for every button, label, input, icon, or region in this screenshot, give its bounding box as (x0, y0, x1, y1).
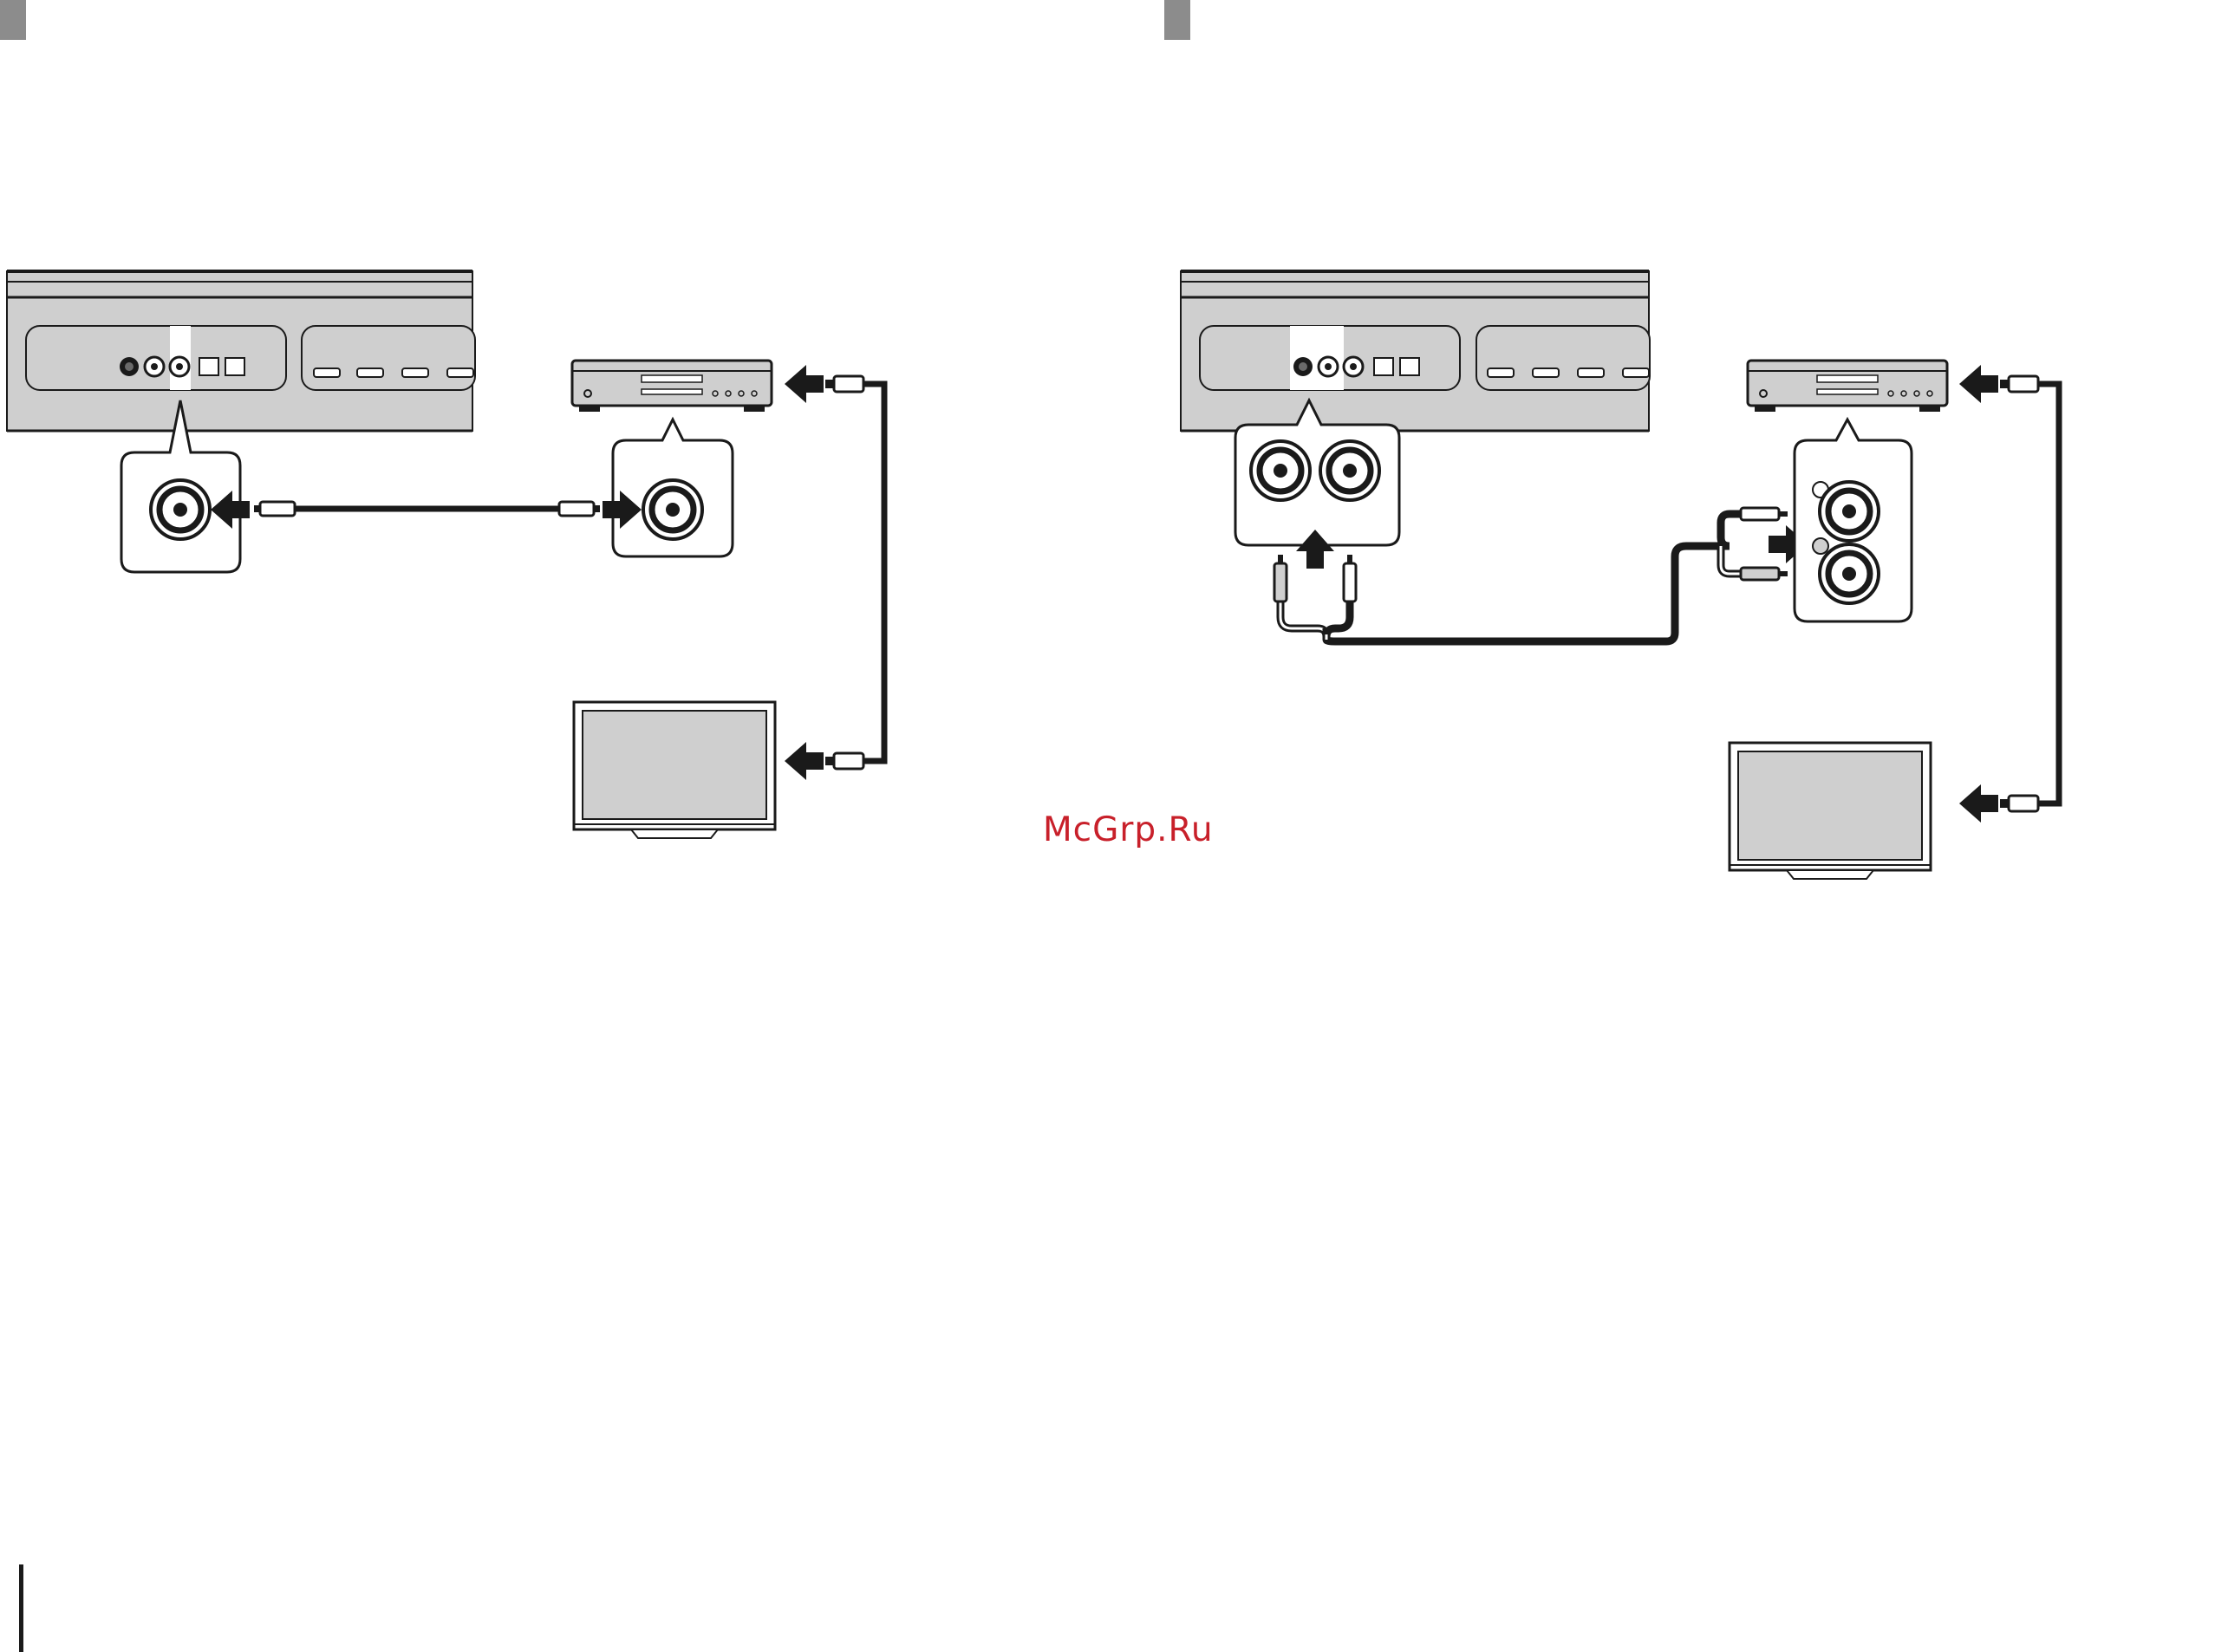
left-panel-optical-jack (120, 357, 139, 376)
left-bd-dvd-player (572, 361, 772, 412)
right-panel-analog-jack-1 (1293, 357, 1313, 376)
left-hdmi-cable (825, 376, 884, 769)
right-player-analog-callout (1795, 420, 1912, 621)
left-soundbar-panel (7, 271, 475, 431)
left-coaxial-cable (254, 502, 600, 516)
right-soundbar-panel (1181, 271, 1650, 431)
right-bd-dvd-player (1748, 361, 1947, 412)
right-tv (1730, 743, 1931, 879)
right-connection-diagram (1181, 271, 2059, 879)
left-panel-coaxial-jack-1 (145, 357, 164, 376)
right-arrow-hdmi-tv (1959, 784, 1998, 823)
left-arrow-hdmi-tv (785, 742, 824, 780)
right-panel-analog-jack-2 (1319, 357, 1338, 376)
right-arrow-hdmi-player (1959, 365, 1998, 403)
right-hdmi-cable (2000, 376, 2059, 811)
watermark-text: McGrp.Ru (1043, 810, 1214, 849)
left-player-coaxial-callout (613, 420, 733, 556)
left-tv (574, 702, 775, 838)
left-arrow-hdmi-player (785, 365, 824, 403)
left-panel-coaxial-jack-2 (170, 357, 189, 376)
left-connection-diagram (7, 271, 884, 838)
